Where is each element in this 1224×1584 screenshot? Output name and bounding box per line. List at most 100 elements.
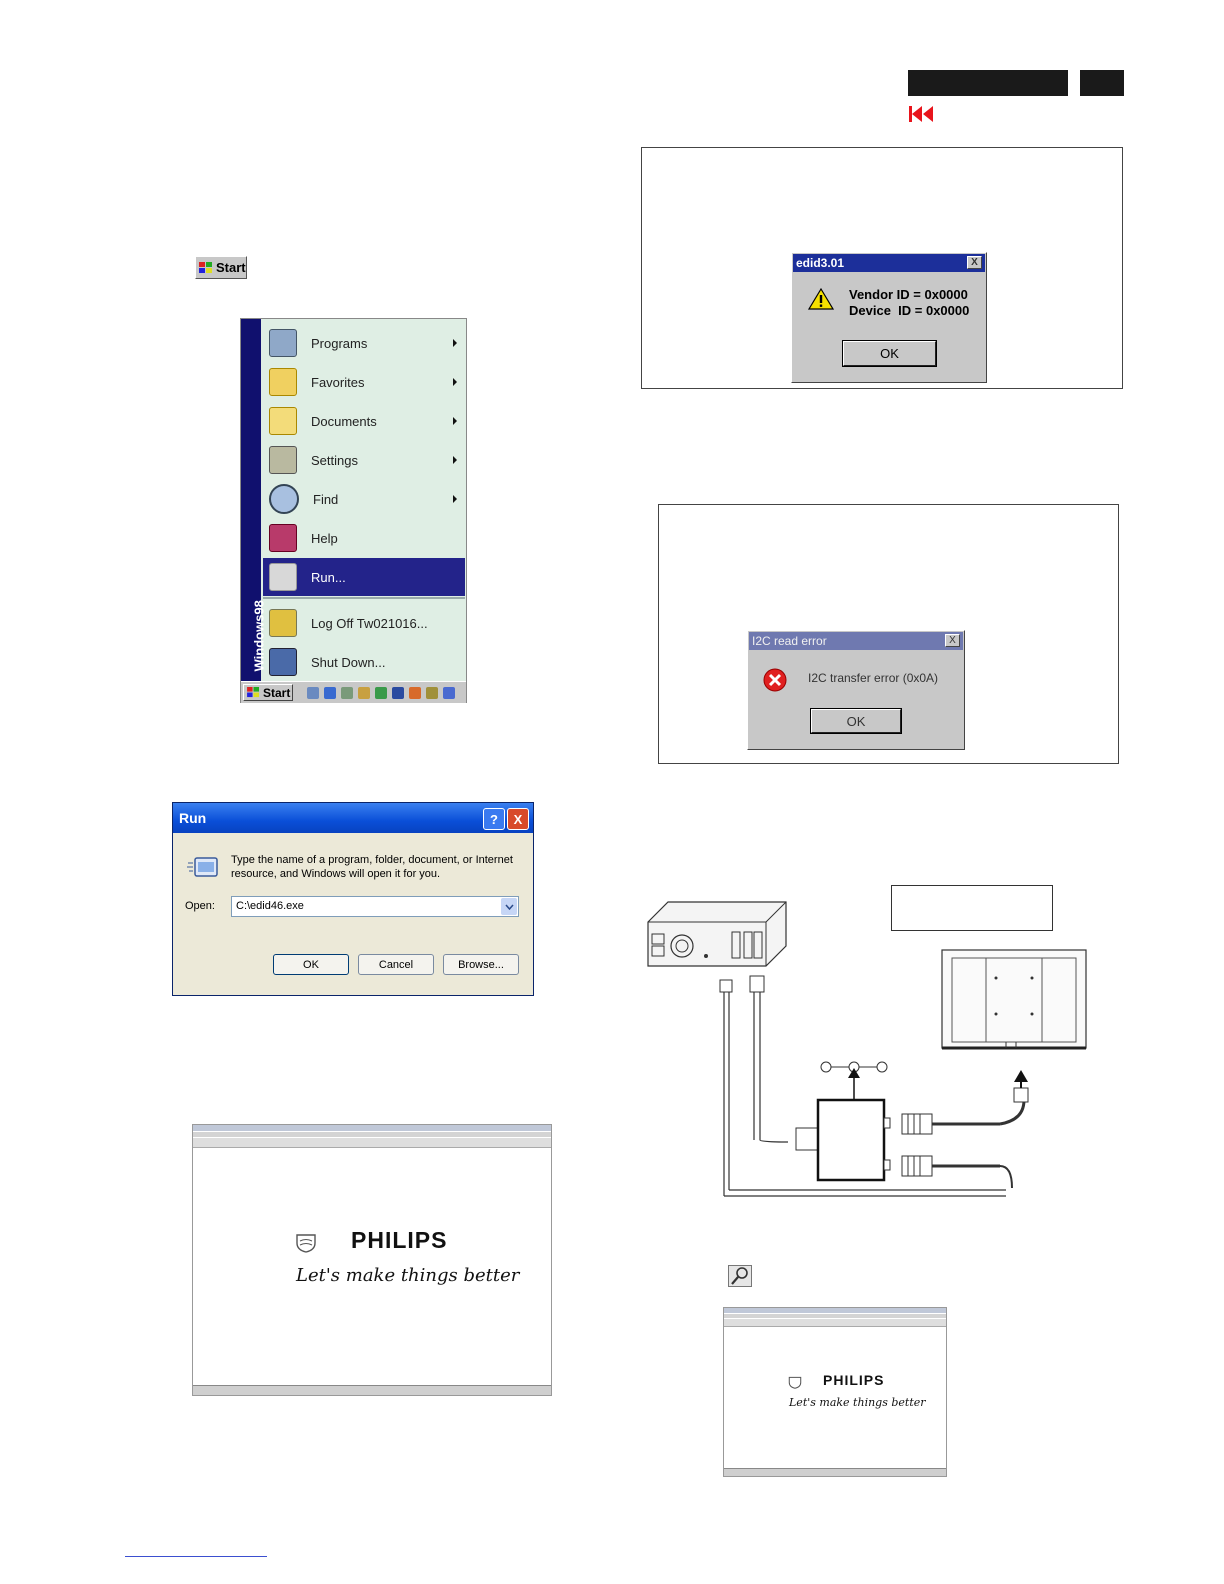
menu-item-label: Help — [311, 530, 338, 546]
window-toolbar — [193, 1138, 551, 1148]
menu-item-find[interactable]: Find — [263, 480, 465, 518]
open-input-value: C:\edid46.exe — [236, 900, 304, 912]
device-id-text: Device ID = 0x0000 — [849, 303, 970, 318]
menu-item-label: Log Off Tw021016... — [311, 615, 428, 631]
quick-launch-icon[interactable] — [324, 686, 336, 699]
vendor-id-text: Vendor ID = 0x0000 — [849, 287, 968, 302]
open-input[interactable]: C:\edid46.exe — [231, 896, 519, 917]
quick-launch-icon[interactable] — [358, 686, 370, 699]
i2c-error-dialog: I2C read error X I2C transfer error (0x0… — [747, 630, 965, 750]
menu-separator — [263, 597, 465, 599]
menu-item-label: Shut Down... — [311, 654, 386, 670]
quick-launch-icon[interactable] — [307, 686, 319, 699]
help-book-icon — [269, 524, 297, 552]
window-taskbar — [193, 1385, 551, 1395]
edid-dialog: edid3.01 X Vendor ID = 0x0000 Device ID … — [791, 252, 987, 383]
close-button[interactable]: X — [945, 634, 960, 647]
philips-slogan: Let's make things better — [296, 1265, 520, 1286]
menu-item-label: Run... — [311, 569, 346, 585]
shutdown-icon — [269, 648, 297, 676]
taskbar-start-button[interactable]: Start — [243, 684, 293, 701]
menu-item-programs[interactable]: Programs — [263, 324, 465, 362]
menu-item-run[interactable]: Run... — [263, 558, 465, 596]
window-title-bar — [724, 1308, 946, 1313]
submenu-arrow-icon — [453, 417, 457, 425]
diagram-note-box — [891, 885, 1053, 931]
warning-icon — [808, 287, 834, 310]
key-icon — [269, 609, 297, 637]
menu-item-log-off[interactable]: Log Off Tw021016... — [263, 604, 465, 642]
favorites-folder-icon — [269, 368, 297, 396]
help-button[interactable]: ? — [483, 808, 505, 830]
settings-icon — [269, 446, 297, 474]
close-button[interactable]: X — [967, 256, 982, 269]
submenu-arrow-icon — [453, 378, 457, 386]
quick-launch-icons — [307, 686, 455, 699]
edid-title: edid3.01 — [796, 256, 845, 270]
taskbar-start-label: Start — [263, 685, 291, 700]
start-label: Start — [216, 260, 246, 275]
menu-item-help[interactable]: Help — [263, 519, 465, 557]
quick-launch-icon[interactable] — [409, 686, 421, 699]
header-bar-right — [1080, 70, 1124, 96]
menu-item-documents[interactable]: Documents — [263, 402, 465, 440]
i2c-figure-frame — [658, 504, 1119, 764]
philips-shield-icon — [296, 1234, 316, 1253]
menu-item-label: Settings — [311, 452, 358, 468]
quick-launch-icon[interactable] — [426, 686, 438, 699]
run-program-icon — [187, 857, 218, 877]
ok-button[interactable]: OK — [810, 708, 902, 734]
run-dialog: Run ? X Type the name of a program, fold… — [172, 802, 534, 996]
quick-launch-icon[interactable] — [375, 686, 387, 699]
submenu-arrow-icon — [453, 339, 457, 347]
run-description: Type the name of a program, folder, docu… — [231, 854, 513, 880]
browse-button[interactable]: Browse... — [443, 954, 519, 975]
taskbar: Start — [241, 681, 466, 703]
footer-rule — [125, 1556, 267, 1557]
i2c-message: I2C transfer error (0x0A) — [808, 671, 939, 685]
pc-case-drawing — [647, 901, 787, 967]
magnifier-icon — [269, 484, 299, 514]
run-title-bar[interactable]: Run ? X — [173, 803, 533, 833]
cancel-button[interactable]: Cancel — [358, 954, 434, 975]
tool-icon[interactable] — [728, 1265, 752, 1287]
connection-diagram — [647, 901, 1087, 1197]
run-icon — [269, 563, 297, 591]
programs-icon — [269, 329, 297, 357]
open-label: Open: — [185, 900, 215, 912]
menu-item-label: Find — [313, 491, 339, 507]
ok-button[interactable]: OK — [273, 954, 349, 975]
menu-item-shut-down[interactable]: Shut Down... — [263, 643, 465, 681]
i2c-title-bar[interactable]: I2C read error X — [749, 632, 963, 650]
window-menu-bar — [724, 1314, 946, 1318]
philips-brand: PHILIPS — [823, 1372, 885, 1388]
quick-launch-icon[interactable] — [341, 686, 353, 699]
philips-app-window-small: PHILIPS Let's make things better — [723, 1307, 947, 1477]
rewind-icon[interactable] — [908, 104, 936, 124]
windows-flag-icon — [247, 687, 259, 698]
close-button[interactable]: X — [507, 808, 529, 830]
submenu-arrow-icon — [453, 456, 457, 464]
menu-item-label: Documents — [311, 413, 377, 429]
philips-slogan: Let's make things better — [789, 1396, 926, 1409]
error-icon — [763, 668, 787, 692]
windows-flag-icon — [199, 261, 212, 273]
chevron-down-icon[interactable] — [501, 898, 517, 915]
menu-item-label: Programs — [311, 335, 368, 351]
window-title-bar — [193, 1125, 551, 1131]
philips-shield-icon — [788, 1376, 802, 1389]
window-toolbar — [724, 1319, 946, 1327]
menu-item-label: Favorites — [311, 374, 365, 390]
quick-launch-icon[interactable] — [392, 686, 404, 699]
ok-button[interactable]: OK — [842, 340, 937, 367]
menu-item-settings[interactable]: Settings — [263, 441, 465, 479]
philips-brand: PHILIPS — [351, 1227, 448, 1253]
menu-item-favorites[interactable]: Favorites — [263, 363, 465, 401]
edid-title-bar[interactable]: edid3.01 X — [793, 254, 985, 272]
start-menu-side-banner: Windows98 — [241, 319, 267, 681]
submenu-arrow-icon — [453, 495, 457, 503]
start-menu: Windows98 Programs Favorites Documents S… — [240, 318, 467, 703]
monitor-back-drawing — [941, 949, 1087, 1050]
quick-launch-icon[interactable] — [443, 686, 455, 699]
run-title: Run — [179, 810, 207, 826]
